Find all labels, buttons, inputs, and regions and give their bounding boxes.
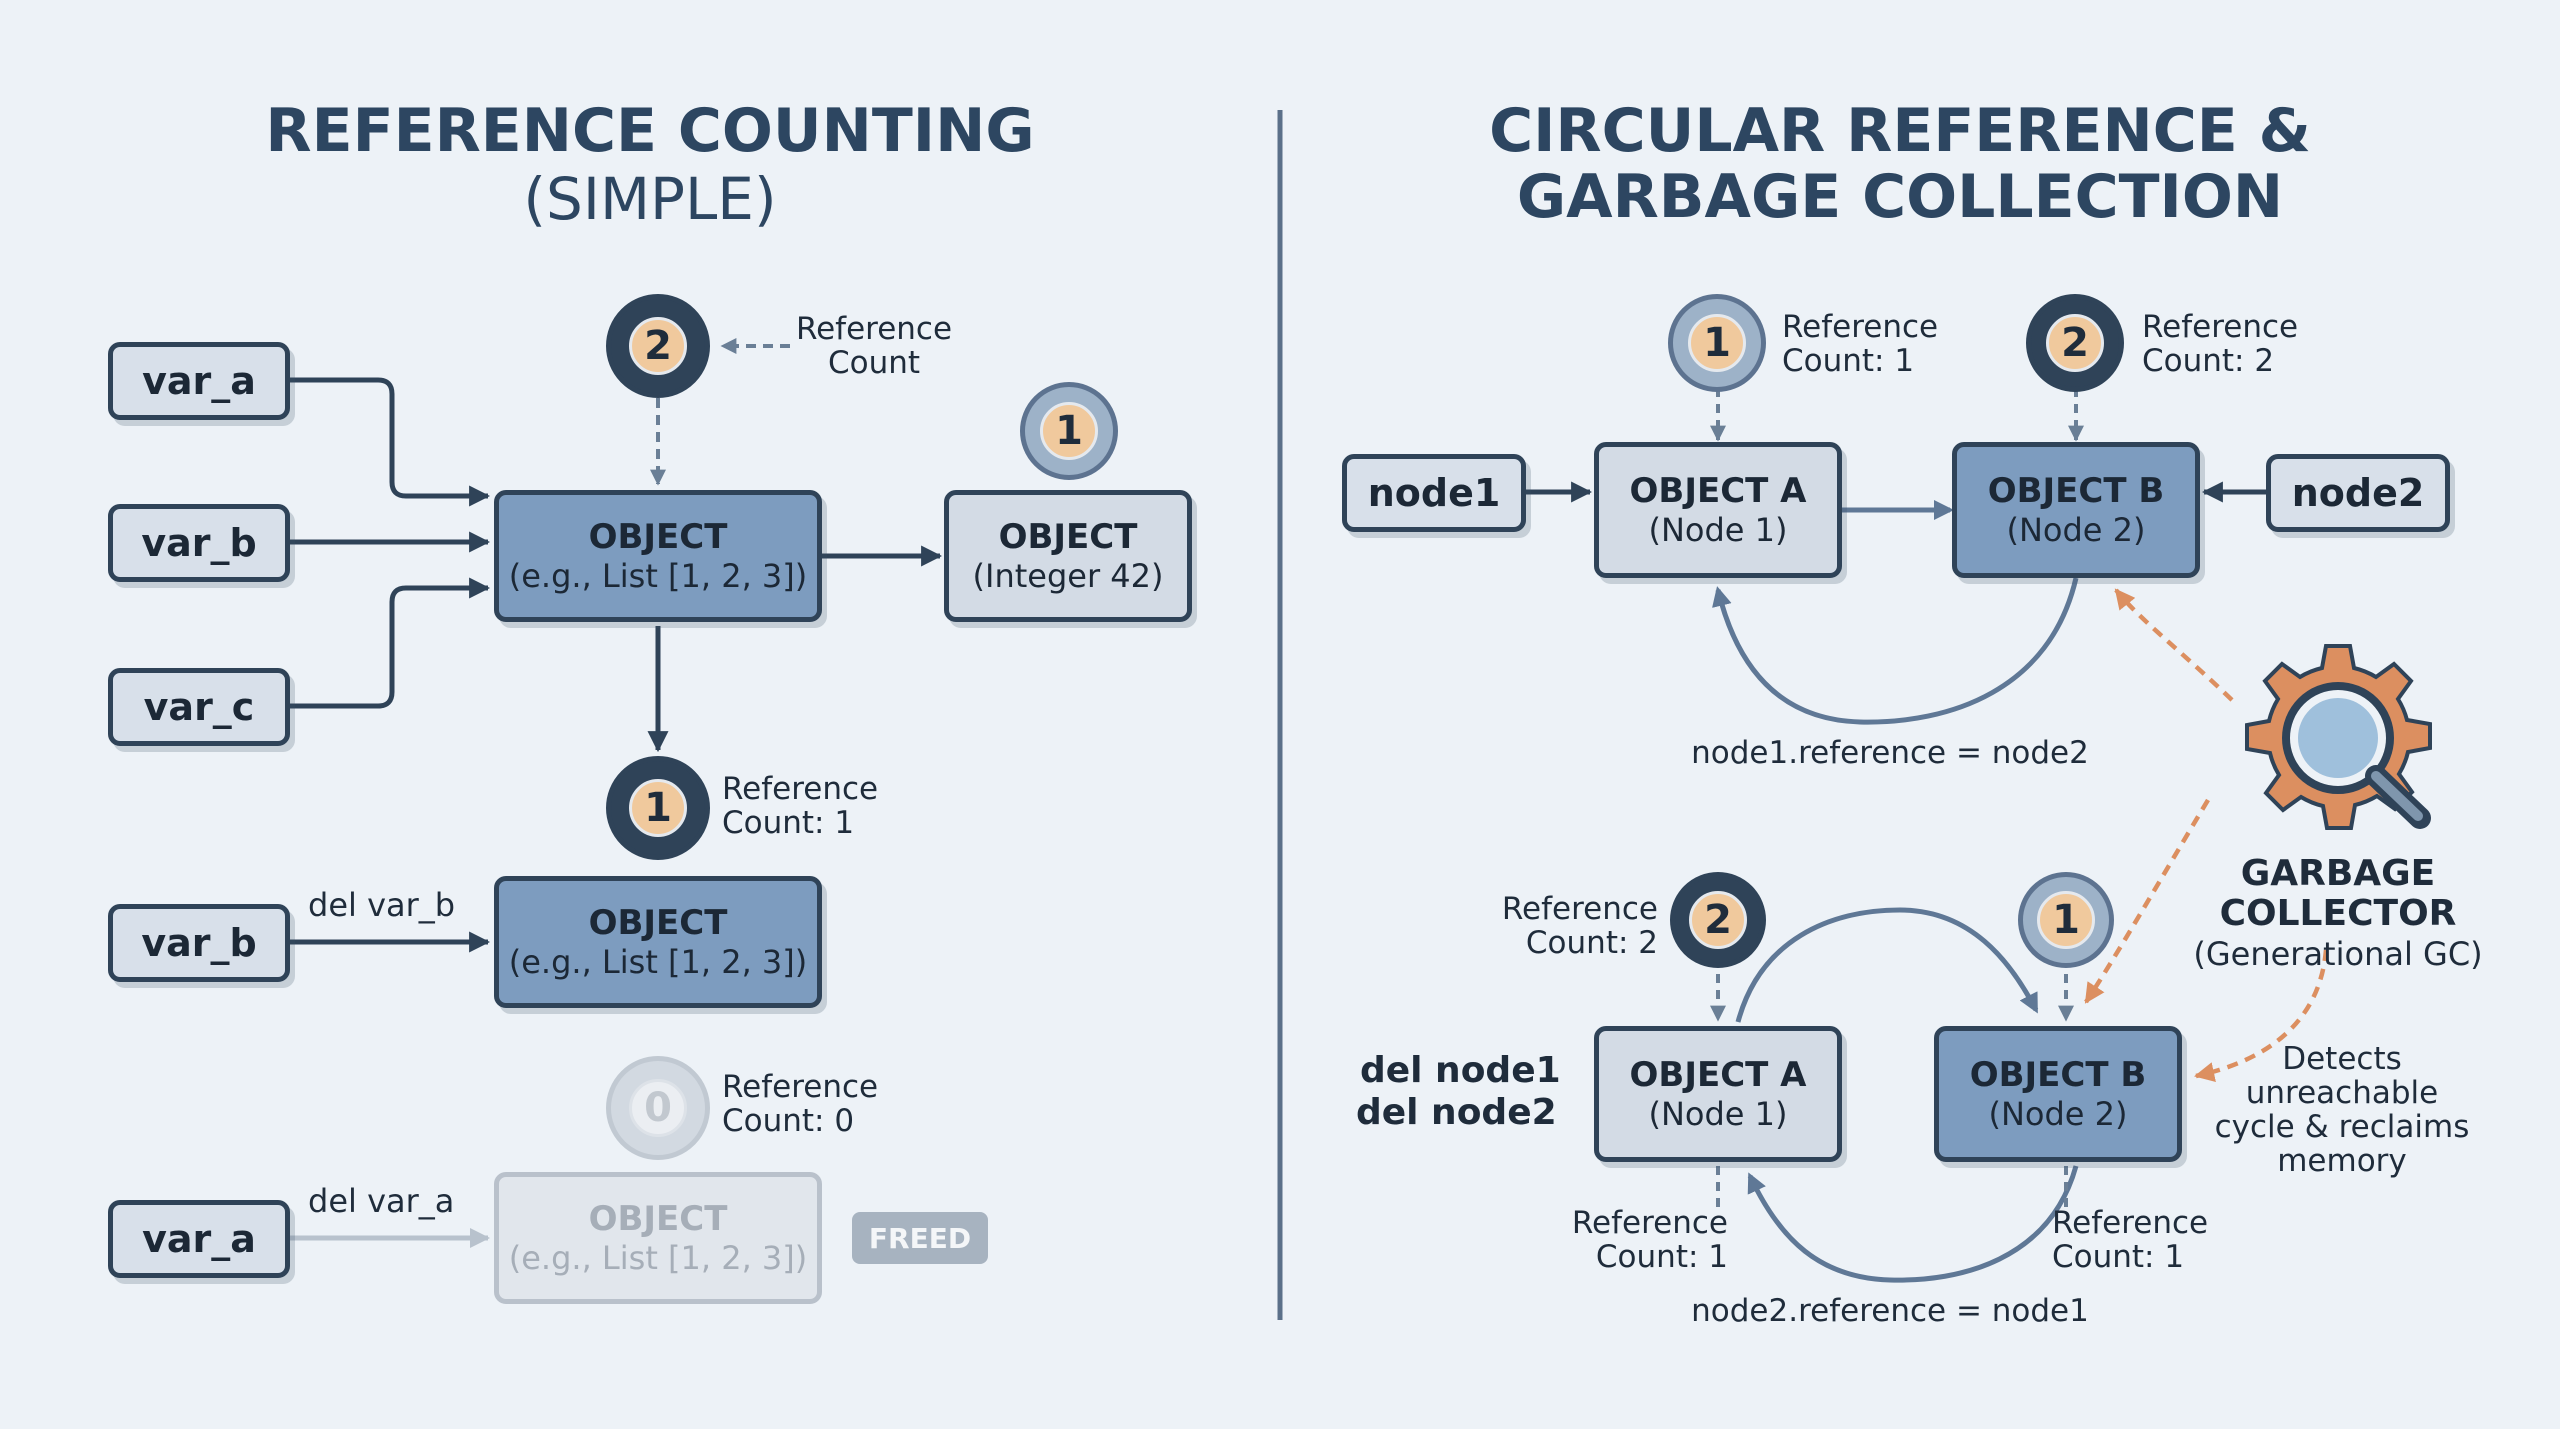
arc-b-to-a-top bbox=[1712, 577, 2079, 725]
ref-count-badge-mid: 1 bbox=[606, 756, 710, 860]
bottom-b-count-label: Reference Count: 1 bbox=[2052, 1205, 2209, 1275]
object-b-top-sub: (Node 2) bbox=[2006, 511, 2146, 549]
top-count-a-value: 1 bbox=[1688, 314, 1746, 372]
object-list-freed-desc: (e.g., List [1, 2, 3]) bbox=[508, 1239, 808, 1277]
arrow-var-c bbox=[290, 577, 491, 709]
object-integer: OBJECT (Integer 42) bbox=[944, 490, 1192, 622]
arrow-var-a bbox=[290, 377, 491, 507]
var-b-del-box: var_b bbox=[108, 904, 290, 982]
var-a-label: var_a bbox=[142, 359, 256, 403]
ref-count-bottom-value: 0 bbox=[629, 1079, 687, 1137]
right-title-line2: GARBAGE COLLECTION bbox=[1516, 162, 2284, 232]
var-c-label: var_c bbox=[143, 685, 255, 729]
gc-arrow-bottom bbox=[2194, 949, 2329, 1083]
object-list-freed-title: OBJECT bbox=[588, 1199, 728, 1239]
ref-count-top-value: 2 bbox=[629, 317, 687, 375]
object-integer-title: OBJECT bbox=[998, 517, 1138, 557]
del-node2-label: del node2 bbox=[1356, 1092, 1557, 1133]
ref-count-top-label: Reference Count bbox=[795, 311, 953, 381]
freed-badge: FREED bbox=[852, 1212, 988, 1264]
object-a-top: OBJECT A (Node 1) bbox=[1594, 442, 1842, 578]
node1-label: node1 bbox=[1367, 471, 1501, 515]
del-node1-label: del node1 bbox=[1360, 1050, 1561, 1091]
node2-box: node2 bbox=[2266, 454, 2450, 532]
gc-arrow-mid bbox=[2084, 798, 2210, 1004]
object-b-bottom-sub: (Node 2) bbox=[1988, 1095, 2128, 1133]
ref-count-mid-label: Reference Count: 1 bbox=[722, 771, 879, 841]
var-a-del-label: var_a bbox=[142, 1217, 256, 1261]
ref-count-badge-top: 2 bbox=[606, 294, 710, 398]
var-b-box: var_b bbox=[108, 504, 290, 582]
gc-title: GARBAGE COLLECTOR bbox=[2219, 853, 2457, 934]
node1-box: node1 bbox=[1342, 454, 1526, 532]
ref-count-integer-value: 1 bbox=[1040, 402, 1098, 460]
bottom-count-b-value: 1 bbox=[2037, 891, 2095, 949]
object-list-desc: (e.g., List [1, 2, 3]) bbox=[508, 557, 808, 595]
top-count-b-badge: 2 bbox=[2026, 294, 2124, 392]
var-b-label: var_b bbox=[141, 521, 257, 565]
object-a-bottom-title: OBJECT A bbox=[1629, 1055, 1807, 1095]
object-a-top-sub: (Node 1) bbox=[1648, 511, 1788, 549]
gc-arrow-top bbox=[2114, 588, 2234, 702]
bottom-count-a-value: 2 bbox=[1689, 891, 1747, 949]
object-list-after-del-b-title: OBJECT bbox=[588, 903, 728, 943]
bottom-a-count-label: Reference Count: 1 bbox=[1571, 1205, 1728, 1275]
del-var-a-label: del var_a bbox=[308, 1182, 455, 1220]
bottom-count-a-label: Reference Count: 2 bbox=[1501, 891, 1658, 961]
node2-label: node2 bbox=[2291, 471, 2425, 515]
left-title: REFERENCE COUNTING bbox=[265, 96, 1035, 166]
top-count-a-badge: 1 bbox=[1668, 294, 1766, 392]
object-b-bottom: OBJECT B (Node 2) bbox=[1934, 1026, 2182, 1162]
object-integer-desc: (Integer 42) bbox=[972, 557, 1164, 595]
top-count-a-label: Reference Count: 1 bbox=[1782, 309, 1939, 379]
object-list-freed: OBJECT (e.g., List [1, 2, 3]) bbox=[494, 1172, 822, 1304]
gc-subtitle: (Generational GC) bbox=[2193, 935, 2483, 973]
object-b-bottom-title: OBJECT B bbox=[1969, 1055, 2147, 1095]
top-count-b-value: 2 bbox=[2046, 314, 2104, 372]
ref-count-mid-value: 1 bbox=[629, 779, 687, 837]
object-list-title: OBJECT bbox=[588, 517, 728, 557]
object-list-after-del-b-desc: (e.g., List [1, 2, 3]) bbox=[508, 943, 808, 981]
arc-b-to-a-bottom bbox=[1747, 1165, 2079, 1283]
object-b-top: OBJECT B (Node 2) bbox=[1952, 442, 2200, 578]
left-subtitle: (SIMPLE) bbox=[523, 165, 777, 233]
var-c-box: var_c bbox=[108, 668, 290, 746]
ref-count-badge-bottom: 0 bbox=[606, 1056, 710, 1160]
var-b-del-label: var_b bbox=[141, 921, 257, 965]
object-a-bottom-sub: (Node 1) bbox=[1648, 1095, 1788, 1133]
ref-count-badge-integer: 1 bbox=[1020, 382, 1118, 480]
var-a-del-box: var_a bbox=[108, 1200, 290, 1278]
arc-a-to-b-bottom bbox=[1735, 907, 2039, 1023]
object-a-bottom: OBJECT A (Node 1) bbox=[1594, 1026, 1842, 1162]
right-title-line1: CIRCULAR REFERENCE & bbox=[1489, 96, 2311, 166]
bottom-count-a-badge: 2 bbox=[1670, 872, 1766, 968]
object-b-top-title: OBJECT B bbox=[1987, 471, 2165, 511]
object-list-after-del-b: OBJECT (e.g., List [1, 2, 3]) bbox=[494, 876, 822, 1008]
del-var-b-label: del var_b bbox=[308, 886, 456, 924]
object-list: OBJECT (e.g., List [1, 2, 3]) bbox=[494, 490, 822, 622]
ref-count-bottom-label: Reference Count: 0 bbox=[722, 1069, 879, 1139]
gear-magnifier-icon bbox=[2245, 644, 2432, 830]
object-a-top-title: OBJECT A bbox=[1629, 471, 1807, 511]
gc-note: Detects unreachable cycle & reclaims mem… bbox=[2214, 1041, 2470, 1179]
bottom-edge-label: node2.reference = node1 bbox=[1691, 1293, 2089, 1329]
bottom-count-b-badge: 1 bbox=[2018, 872, 2114, 968]
top-count-b-label: Reference Count: 2 bbox=[2142, 309, 2299, 379]
top-edge-label: node1.reference = node2 bbox=[1691, 735, 2089, 771]
var-a-box: var_a bbox=[108, 342, 290, 420]
